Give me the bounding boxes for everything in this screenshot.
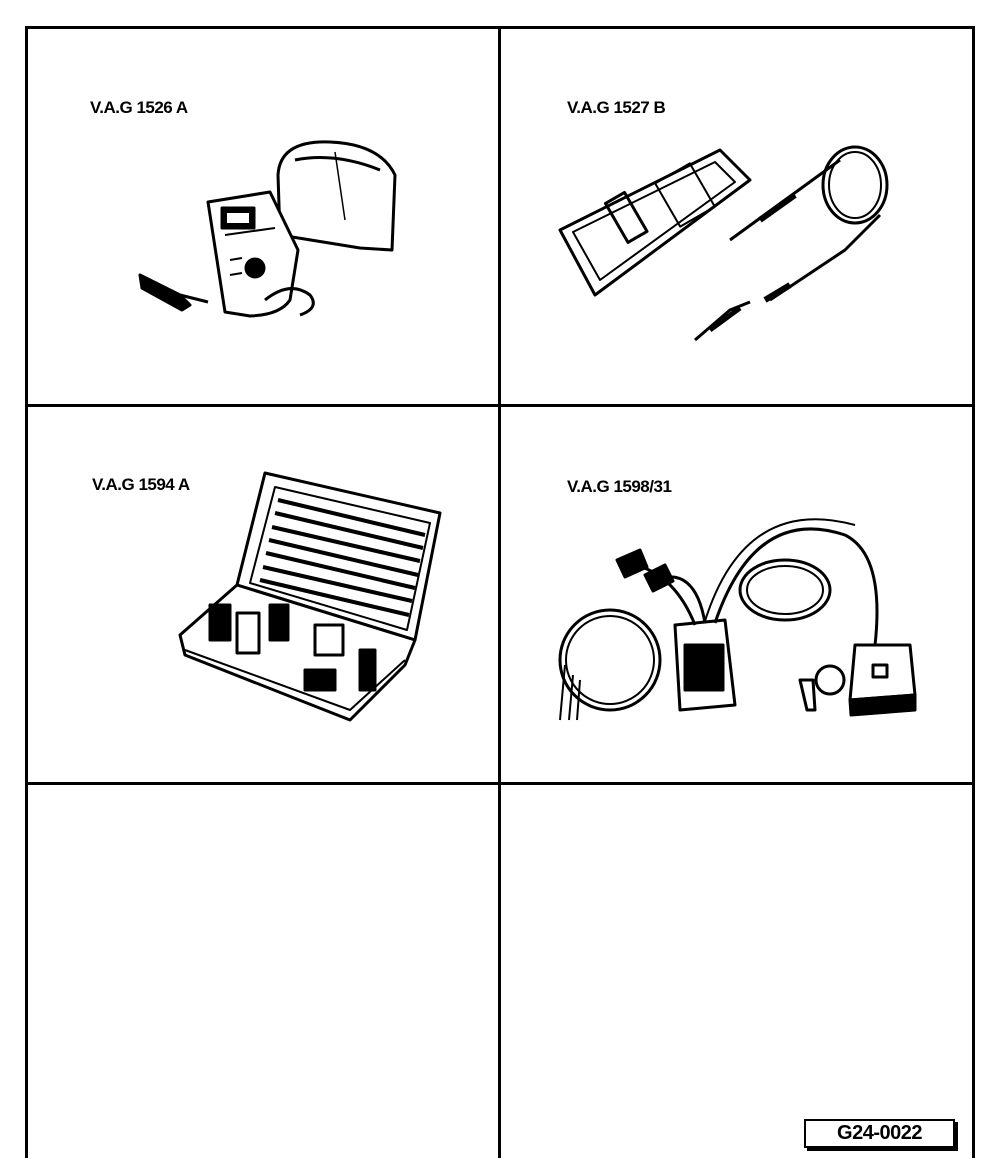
row-divider-1	[25, 404, 975, 407]
voltage-tester-with-leads-icon	[558, 145, 889, 342]
panel-label-vag-1594a: V.A.G 1594 A	[92, 475, 190, 494]
test-box-adapter-cables-icon	[558, 518, 917, 721]
row-divider-2	[25, 782, 975, 785]
reference-code: G24-0022	[804, 1119, 955, 1148]
panel-label-vag-1527b: V.A.G 1527 B	[567, 98, 666, 117]
adapter-set-case-icon	[178, 471, 442, 722]
column-divider	[498, 26, 501, 1158]
panel-label-vag-1526a: V.A.G 1526 A	[90, 98, 188, 117]
multimeter-with-case-icon	[138, 140, 397, 318]
panel-label-vag-1598-31: V.A.G 1598/31	[567, 477, 672, 496]
